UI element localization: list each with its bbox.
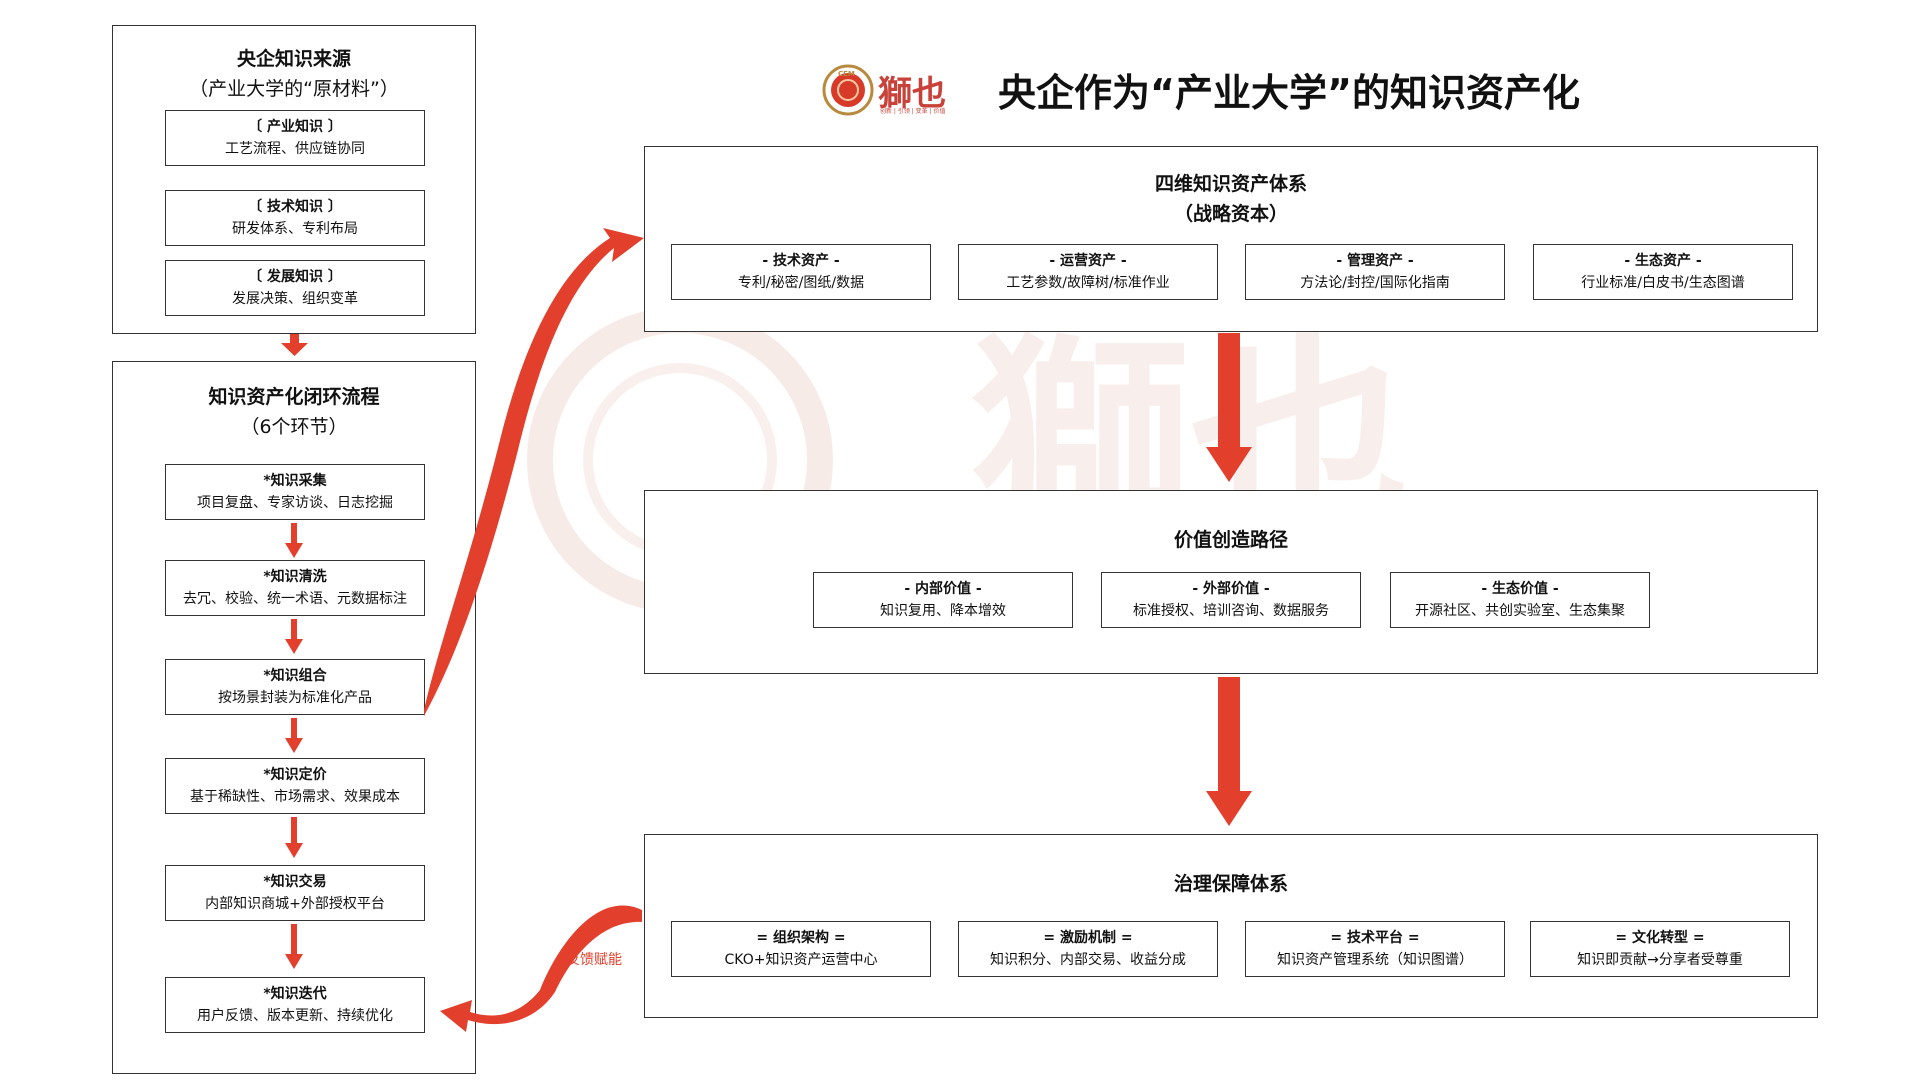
sources-title: 央企知识来源 [236,48,351,70]
value-item-title: - 生态价值 - [1481,580,1559,597]
assets-subtitle: （战略资本） [1173,203,1288,225]
step-title: *知识组合 [263,667,327,684]
asset-box-management: - 管理资产 - 方法论/封控/国际化指南 [1245,244,1505,300]
governance-item-desc: CKO+知识资产运营中心 [724,951,878,968]
process-subtitle: （6个环节） [240,416,348,438]
governance-item-desc: 知识资产管理系统（知识图谱） [1277,951,1473,968]
logo-seal-icon [822,64,874,116]
asset-title: - 生态资产 - [1624,252,1702,269]
governance-box-incentive: = 激励机制 = 知识积分、内部交易、收益分成 [958,921,1218,977]
governance-item-title: = 激励机制 = [1043,929,1133,946]
value-item-desc: 知识复用、降本增效 [880,602,1006,619]
value-item-desc: 标准授权、培训咨询、数据服务 [1133,602,1329,619]
arrow-sources-to-process [281,334,308,356]
value-item-title: - 内部价值 - [904,580,982,597]
governance-box-culture: = 文化转型 = 知识即贡献→分享者受尊重 [1530,921,1790,977]
asset-box-tech: - 技术资产 - 专利/秘密/图纸/数据 [671,244,931,300]
step-desc: 项目复盘、专家访谈、日志挖掘 [197,494,393,511]
process-step-trade: *知识交易 内部知识商城+外部授权平台 [165,865,425,921]
arrow-assets-to-value [1206,333,1252,482]
logo-seal-text: CEM [838,70,855,78]
step-desc: 按场景封装为标准化产品 [218,689,372,706]
assets-panel: 四维知识资产体系 （战略资本） - 技术资产 - 专利/秘密/图纸/数据 - 运… [644,146,1818,332]
asset-title: - 管理资产 - [1336,252,1414,269]
asset-desc: 行业标准/白皮书/生态图谱 [1581,274,1745,291]
value-item-title: - 外部价值 - [1192,580,1270,597]
process-panel: 知识资产化闭环流程 （6个环节） *知识采集 项目复盘、专家访谈、日志挖掘 *知… [112,361,476,1074]
asset-desc: 工艺参数/故障树/标准作业 [1006,274,1170,291]
source-desc: 研发体系、专利布局 [232,220,358,237]
assets-title: 四维知识资产体系 [1154,173,1307,195]
asset-desc: 方法论/封控/国际化指南 [1300,274,1450,291]
process-step-iterate: *知识迭代 用户反馈、版本更新、持续优化 [165,977,425,1033]
governance-title: 治理保障体系 [1173,873,1288,895]
governance-item-desc: 知识积分、内部交易、收益分成 [990,951,1186,968]
source-title: 〔 发展知识 〕 [248,268,342,285]
page-title: 央企作为“产业大学”的知识资产化 [998,71,1580,115]
step-desc: 用户反馈、版本更新、持续优化 [197,1007,393,1024]
process-step-clean: *知识清洗 去冗、校验、统一术语、元数据标注 [165,560,425,616]
logo-text: 獅也 [878,74,946,114]
governance-box-platform: = 技术平台 = 知识资产管理系统（知识图谱） [1245,921,1505,977]
value-box-ecosystem: - 生态价值 - 开源社区、共创实验室、生态集聚 [1390,572,1650,628]
process-step-combine: *知识组合 按场景封装为标准化产品 [165,659,425,715]
governance-item-title: = 组织架构 = [756,929,846,946]
governance-item-title: = 技术平台 = [1330,929,1420,946]
source-title: 〔 产业知识 〕 [248,118,342,135]
value-panel: 价值创造路径 - 内部价值 - 知识复用、降本增效 - 外部价值 - 标准授权、… [644,490,1818,674]
step-desc: 基于稀缺性、市场需求、效果成本 [190,788,400,805]
governance-box-organization: = 组织架构 = CKO+知识资产运营中心 [671,921,931,977]
arrow-value-to-governance [1206,677,1252,826]
step-desc: 去冗、校验、统一术语、元数据标注 [183,590,407,607]
feedback-label: 反馈赋能 [566,952,622,968]
governance-panel: 治理保障体系 = 组织架构 = CKO+知识资产运营中心 = 激励机制 = 知识… [644,834,1818,1018]
asset-box-operation: - 运营资产 - 工艺参数/故障树/标准作业 [958,244,1218,300]
value-item-desc: 开源社区、共创实验室、生态集聚 [1415,602,1625,619]
asset-box-ecosystem: - 生态资产 - 行业标准/白皮书/生态图谱 [1533,244,1793,300]
source-desc: 工艺流程、供应链协同 [225,140,365,157]
governance-item-desc: 知识即贡献→分享者受尊重 [1577,951,1743,968]
asset-title: - 运营资产 - [1049,252,1127,269]
asset-title: - 技术资产 - [762,252,840,269]
step-title: *知识交易 [263,873,327,890]
governance-item-title: = 文化转型 = [1615,929,1705,946]
value-box-external: - 外部价值 - 标准授权、培训咨询、数据服务 [1101,572,1361,628]
step-title: *知识迭代 [263,985,327,1002]
step-title: *知识采集 [263,472,327,489]
value-title: 价值创造路径 [1173,529,1288,551]
process-title: 知识资产化闭环流程 [208,386,380,408]
source-box-tech: 〔 技术知识 〕 研发体系、专利布局 [165,190,425,246]
logo-tagline: 创新 | 引领 | 变革 | 价值 [880,108,946,115]
source-desc: 发展决策、组织变革 [232,290,358,307]
value-box-internal: - 内部价值 - 知识复用、降本增效 [813,572,1073,628]
step-desc: 内部知识商城+外部授权平台 [205,895,385,912]
asset-desc: 专利/秘密/图纸/数据 [737,274,865,291]
step-title: *知识定价 [263,766,327,783]
source-box-development: 〔 发展知识 〕 发展决策、组织变革 [165,260,425,316]
sources-subtitle: （产业大学的“原材料”） [189,78,399,100]
process-step-price: *知识定价 基于稀缺性、市场需求、效果成本 [165,758,425,814]
logo: CEM 獅也 创新 | 引领 | 变革 | 价值 [822,64,962,116]
process-step-collect: *知识采集 项目复盘、专家访谈、日志挖掘 [165,464,425,520]
source-box-industry: 〔 产业知识 〕 工艺流程、供应链协同 [165,110,425,166]
step-title: *知识清洗 [263,568,327,585]
sources-panel: 央企知识来源 （产业大学的“原材料”） 〔 产业知识 〕 工艺流程、供应链协同 … [112,25,476,334]
source-title: 〔 技术知识 〕 [248,198,342,215]
